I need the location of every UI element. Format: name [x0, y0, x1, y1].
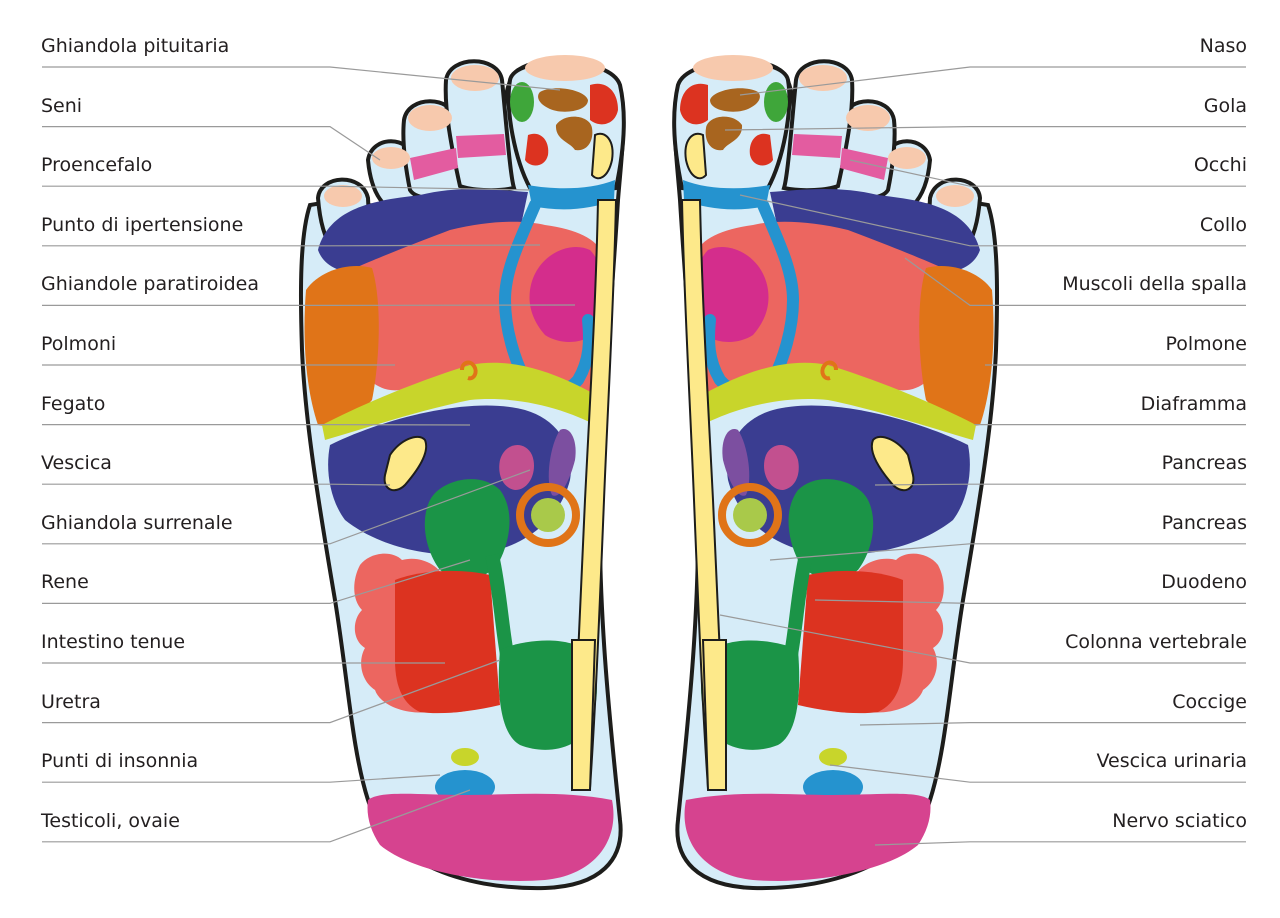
leader-line-left-1 [42, 126, 381, 161]
label-left-2: Proencefalo [41, 154, 153, 177]
leader-line-left-8 [42, 469, 531, 545]
label-right-4: Muscoli della spalla [1062, 273, 1247, 296]
leader-line-right-7 [874, 483, 1246, 486]
left-leader-lines [42, 66, 576, 843]
label-left-13: Testicoli, ovaie [41, 809, 180, 832]
label-right-0: Naso [1199, 35, 1247, 57]
label-left-4: Ghiandole paratiroidea [41, 273, 259, 296]
leader-line-right-9 [814, 599, 1246, 604]
leader-line-left-2 [42, 185, 531, 191]
left-foot [301, 55, 624, 888]
label-right-5: Polmone [1165, 333, 1247, 355]
label-left-6: Fegato [41, 392, 106, 415]
leader-line-right-8 [769, 543, 1246, 561]
label-left-5: Polmoni [41, 333, 117, 355]
leader-line-right-2 [849, 159, 1246, 187]
leader-line-right-3 [739, 194, 1246, 247]
right-foot [674, 55, 997, 888]
leader-line-right-0 [739, 66, 1246, 96]
label-left-3: Punto di ipertensione [41, 213, 244, 236]
label-right-1: Gola [1203, 94, 1247, 117]
leader-line-right-10 [719, 614, 1246, 664]
label-right-11: Coccige [1172, 690, 1247, 713]
label-left-11: Uretra [41, 690, 101, 713]
label-left-0: Ghiandola pituitaria [41, 35, 230, 57]
leader-line-left-13 [42, 789, 471, 843]
leader-line-right-12 [829, 764, 1246, 783]
label-right-9: Duodeno [1161, 571, 1247, 594]
leader-line-right-13 [874, 841, 1246, 846]
label-right-3: Collo [1199, 213, 1247, 236]
label-right-12: Vescica urinaria [1096, 750, 1247, 773]
label-left-10: Intestino tenue [41, 631, 186, 653]
label-right-8: Pancreas [1161, 511, 1247, 534]
label-right-2: Occhi [1193, 154, 1247, 177]
label-left-7: Vescica [41, 452, 112, 475]
leader-line-left-3 [42, 244, 541, 247]
leader-line-left-11 [42, 659, 501, 724]
leader-line-left-9 [42, 559, 471, 604]
label-right-7: Pancreas [1161, 452, 1247, 475]
leader-line-left-0 [42, 66, 561, 91]
label-right-13: Nervo sciatico [1112, 809, 1247, 832]
label-right-6: Diaframma [1140, 392, 1247, 415]
leader-line-left-7 [42, 483, 391, 486]
leader-line-left-12 [42, 774, 441, 783]
label-left-9: Rene [41, 571, 89, 594]
label-left-1: Seni [41, 94, 83, 117]
label-right-10: Colonna vertebrale [1065, 631, 1247, 653]
right-leader-lines [719, 66, 1246, 846]
label-left-12: Punti di insonnia [41, 750, 199, 773]
leader-line-right-1 [724, 126, 1246, 131]
leader-line-right-11 [859, 722, 1246, 726]
label-left-8: Ghiandola surrenale [41, 511, 233, 534]
leader-line-right-4 [904, 257, 1246, 306]
